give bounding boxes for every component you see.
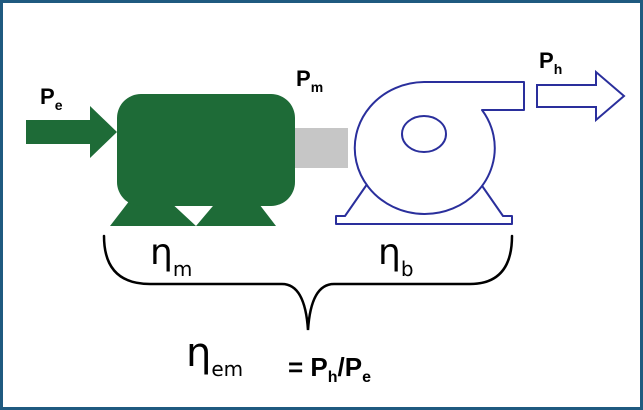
motor-efficiency-label: ηm (150, 232, 192, 281)
outline-arrow-right-icon (536, 69, 626, 123)
centrifugal-pump-icon (335, 81, 525, 225)
overall-efficiency-label: ηem (186, 330, 243, 381)
motor-foot-right (196, 200, 276, 226)
pump-efficiency-label: ηb (378, 232, 414, 281)
efficiency-formula: = Ph/Pe (288, 352, 371, 386)
shaft (290, 128, 348, 168)
electric-motor-icon (117, 94, 295, 206)
input-power-label: Pe (40, 84, 63, 113)
motor-foot-left (110, 200, 196, 226)
curly-brace (102, 234, 514, 331)
solid-arrow-right-icon (26, 106, 117, 158)
hydraulic-power-label: Ph (539, 48, 562, 77)
mechanical-power-label: Pm (296, 66, 323, 95)
pump-impeller (401, 115, 447, 153)
